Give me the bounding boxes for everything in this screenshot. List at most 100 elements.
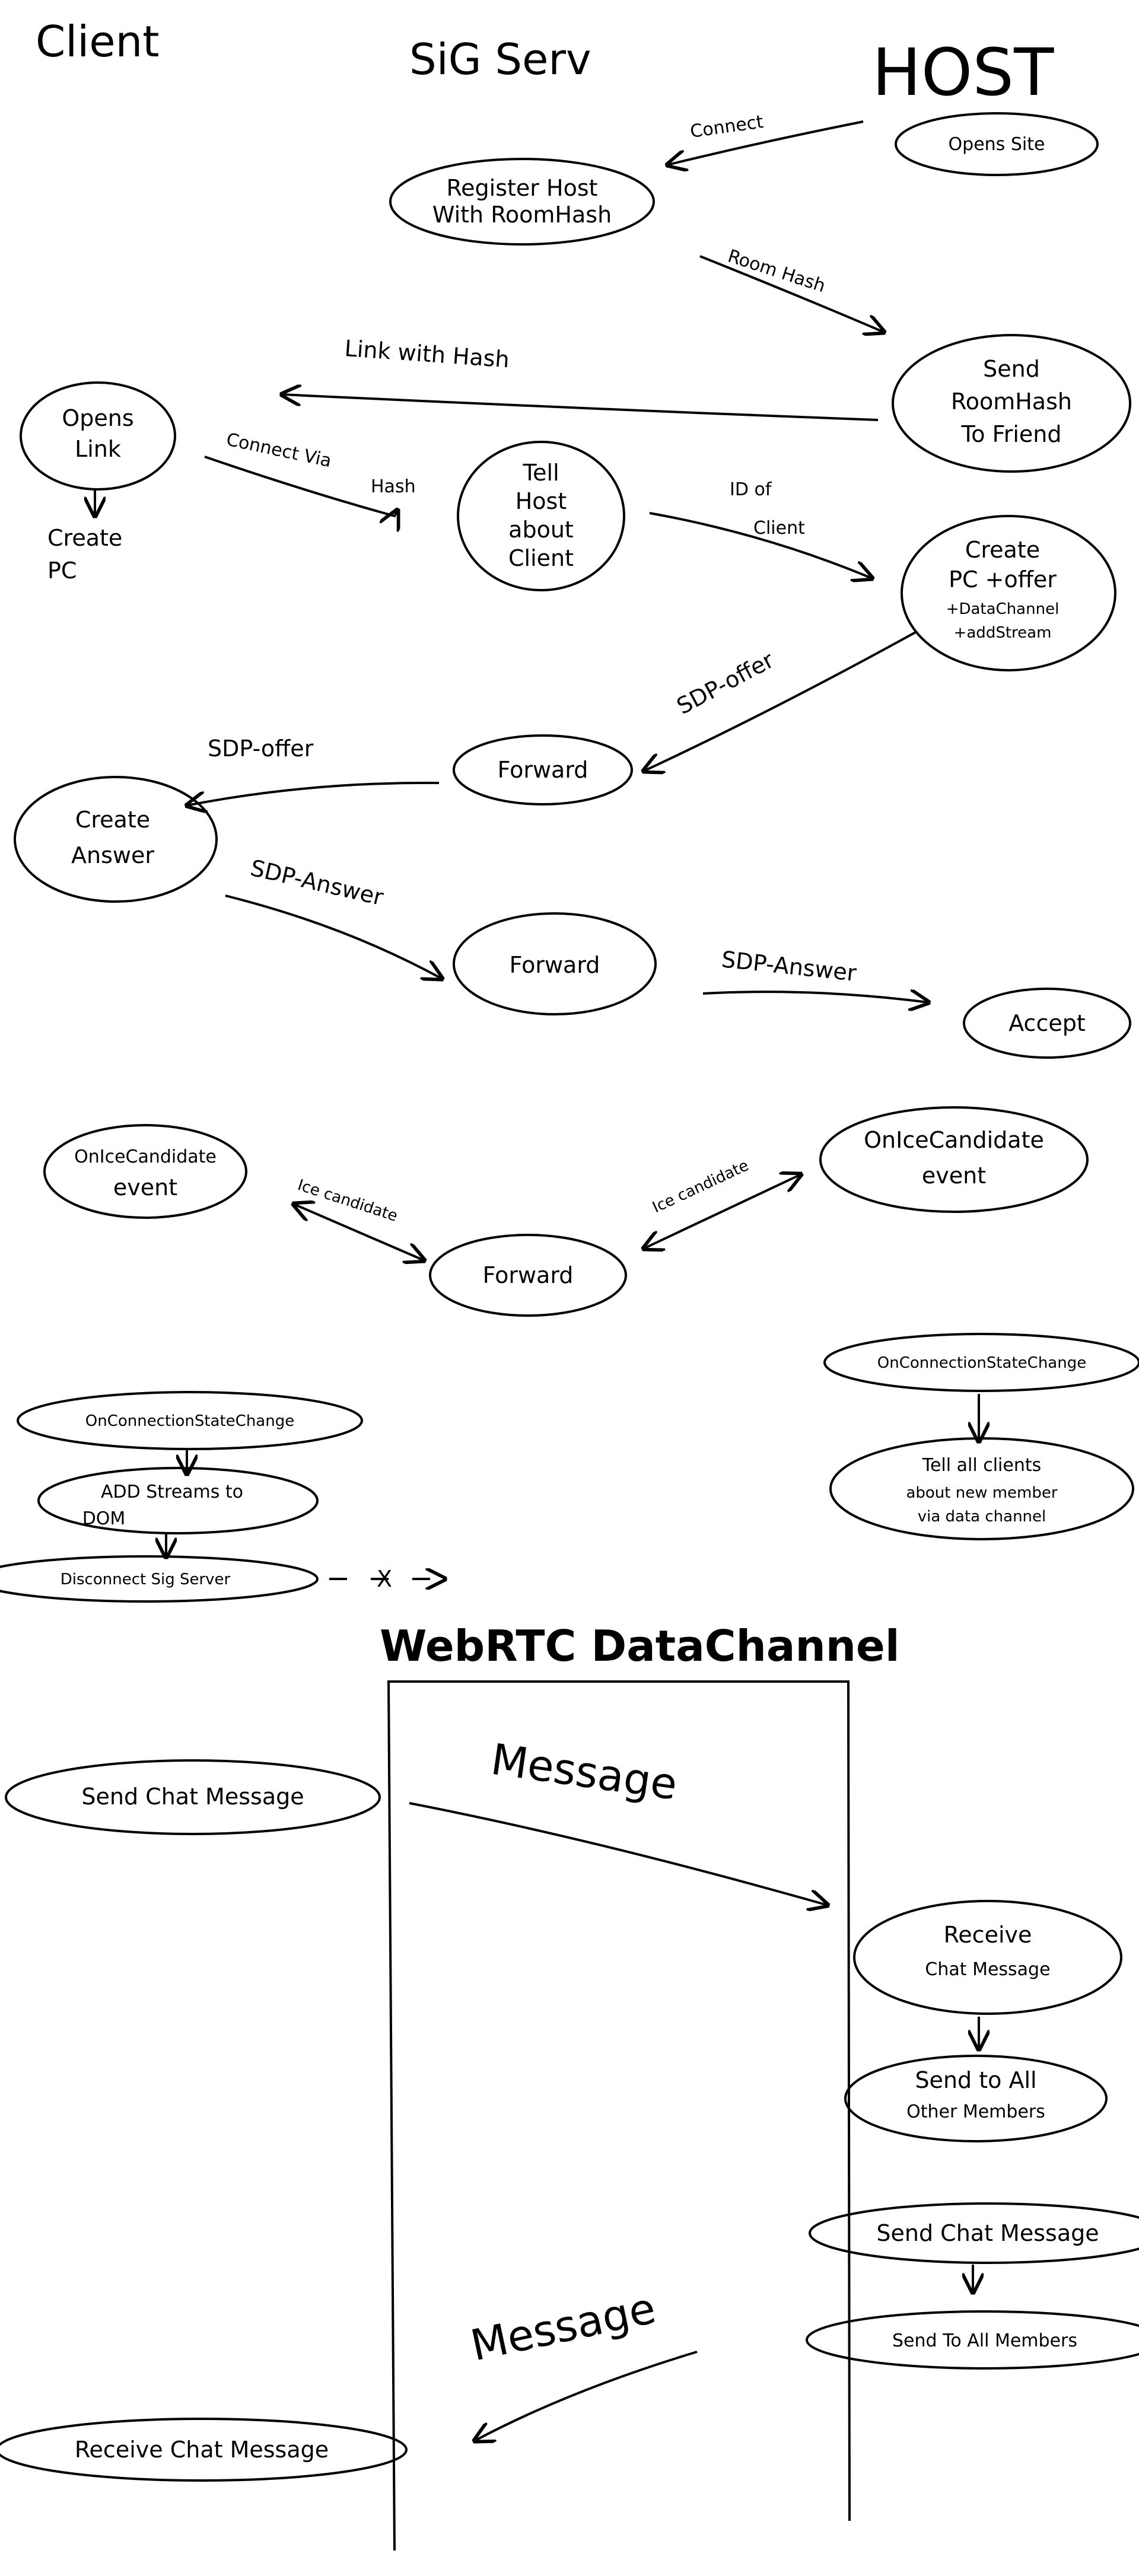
send-chat-client-label: Send Chat Message xyxy=(81,1784,304,1810)
send-chat-client-node xyxy=(5,1759,381,1835)
onice-client-label-2: event xyxy=(113,1174,177,1201)
opens-link-node xyxy=(20,381,176,491)
sdp-answer-label-host: SDP-Answer xyxy=(720,946,858,986)
accept-node xyxy=(963,988,1131,1059)
connect-label: Connect xyxy=(689,112,765,142)
send-chat-host-label: Send Chat Message xyxy=(876,2220,1099,2246)
forward-offer-label: Forward xyxy=(498,757,588,783)
id-of-client-label-2: Client xyxy=(753,518,805,539)
create-pc-offer-label-2: PC +offer xyxy=(949,566,1057,593)
id-of-client-label-1: ID of xyxy=(730,479,772,500)
tell-all-node xyxy=(829,1437,1134,1540)
send-roomhash-label-3: To Friend xyxy=(961,421,1062,447)
forward-ice-node xyxy=(429,1234,627,1317)
receive-chat-host-label-1: Receive xyxy=(944,1922,1032,1948)
disconnect-x: X xyxy=(377,1566,392,1592)
create-pc-offer-node xyxy=(901,515,1116,671)
connect-via-hash-label-2: Hash xyxy=(371,476,416,497)
create-pc-label-1: Create xyxy=(47,525,122,551)
sdp-answer-arrow-host xyxy=(702,992,928,1002)
create-answer-label-2: Answer xyxy=(71,842,154,868)
send-roomhash-label-1: Send xyxy=(983,356,1040,382)
message-label-right: Message xyxy=(488,1734,680,1810)
register-host-node xyxy=(389,158,655,246)
send-to-all-members-node xyxy=(806,2310,1139,2370)
forward-offer-node xyxy=(453,734,633,805)
sdp-answer-label-client: SDP-Answer xyxy=(248,855,386,910)
send-to-all-members-label: Send To All Members xyxy=(892,2330,1077,2351)
ice-candidate-arrow-host xyxy=(644,1174,801,1249)
forward-ice-label: Forward xyxy=(483,1262,574,1288)
create-answer-label-1: Create xyxy=(75,807,150,833)
register-host-label-2: With RoomHash xyxy=(432,202,612,228)
onice-host-label-1: OnIceCandidate xyxy=(864,1127,1044,1153)
conn-state-client-label: OnConnectionStateChange xyxy=(85,1412,294,1430)
tell-host-label-2: Host xyxy=(516,488,567,514)
connect-via-hash-label-1: Connect Via xyxy=(224,429,333,472)
room-hash-arrow xyxy=(699,255,884,332)
tell-all-label-1: Tell all clients xyxy=(922,1455,1042,1476)
add-streams-label-2: DOM xyxy=(82,1508,126,1529)
connect-arrow xyxy=(667,120,864,165)
create-pc-label-2: PC xyxy=(47,558,77,584)
create-pc-offer-label-4: +addStream xyxy=(954,624,1052,642)
id-of-client-arrow xyxy=(649,512,872,578)
send-roomhash-node xyxy=(892,334,1131,473)
opens-link-label-1: Opens xyxy=(62,405,133,431)
tell-all-label-3: via data channel xyxy=(918,1508,1046,1526)
send-to-all-others-label-2: Other Members xyxy=(906,2101,1045,2122)
onice-client-node xyxy=(43,1124,247,1219)
opens-site-node xyxy=(895,112,1099,176)
opens-site-label: Opens Site xyxy=(949,134,1045,155)
sdp-answer-arrow-client xyxy=(225,894,442,979)
forward-answer-node xyxy=(453,912,657,1015)
link-with-hash-arrow xyxy=(282,394,879,421)
tell-all-label-2: about new member xyxy=(906,1484,1057,1502)
disconnect-label: Disconnect Sig Server xyxy=(61,1571,231,1588)
header-sig-server: SiG Serv xyxy=(409,34,591,84)
ice-candidate-label-host: Ice candidate xyxy=(650,1157,752,1217)
receive-chat-host-node xyxy=(853,1900,1122,2015)
create-pc-offer-label-1: Create xyxy=(965,537,1040,563)
sdp-offer-label-host: SDP-offer xyxy=(673,647,778,719)
sdp-offer-arrow-client xyxy=(187,781,440,805)
receive-chat-client-node xyxy=(0,2418,408,2482)
send-to-all-others-label-1: Send to All xyxy=(915,2067,1036,2093)
sdp-offer-label-client: SDP-offer xyxy=(208,735,314,762)
register-host-label-1: Register Host xyxy=(446,175,597,201)
room-hash-label: Room Hash xyxy=(726,246,828,297)
conn-state-host-label: OnConnectionStateChange xyxy=(877,1354,1086,1372)
onice-client-label-1: OnIceCandidate xyxy=(74,1147,217,1167)
conn-state-client-node xyxy=(17,1391,363,1450)
ice-candidate-arrow-client xyxy=(294,1204,424,1260)
accept-label: Accept xyxy=(1008,1010,1086,1036)
create-answer-node xyxy=(14,776,218,903)
datachannel-lane xyxy=(387,1680,851,2551)
opens-link-label-2: Link xyxy=(75,436,121,462)
link-with-hash-label: Link with Hash xyxy=(343,335,510,372)
message-arrow-left xyxy=(475,2351,698,2441)
header-host: HOST xyxy=(872,34,1054,110)
header-client: Client xyxy=(36,17,159,66)
tell-host-node xyxy=(457,441,625,591)
datachannel-title: WebRTC DataChannel xyxy=(380,1621,900,1671)
receive-chat-client-label: Receive Chat Message xyxy=(75,2437,329,2463)
tell-host-label-1: Tell xyxy=(522,460,559,486)
create-pc-offer-label-3: +DataChannel xyxy=(946,600,1060,618)
add-streams-node xyxy=(37,1467,319,1534)
onice-host-label-2: event xyxy=(922,1163,986,1189)
add-streams-label-1: ADD Streams to xyxy=(101,1482,243,1502)
forward-answer-label: Forward xyxy=(510,952,600,978)
message-arrow-right xyxy=(409,1802,828,1905)
disconnect-node xyxy=(0,1555,319,1603)
message-label-left: Message xyxy=(466,2283,660,2371)
sdp-offer-arrow-host xyxy=(644,631,917,771)
receive-chat-host-label-2: Chat Message xyxy=(925,1959,1050,1980)
send-to-all-others-node xyxy=(844,2055,1108,2142)
ice-candidate-label-client: Ice candidate xyxy=(295,1176,400,1225)
send-chat-host-node xyxy=(809,2202,1139,2264)
tell-host-label-3: about xyxy=(508,517,574,543)
tell-host-label-4: Client xyxy=(508,545,574,571)
onice-host-node xyxy=(819,1106,1089,1213)
